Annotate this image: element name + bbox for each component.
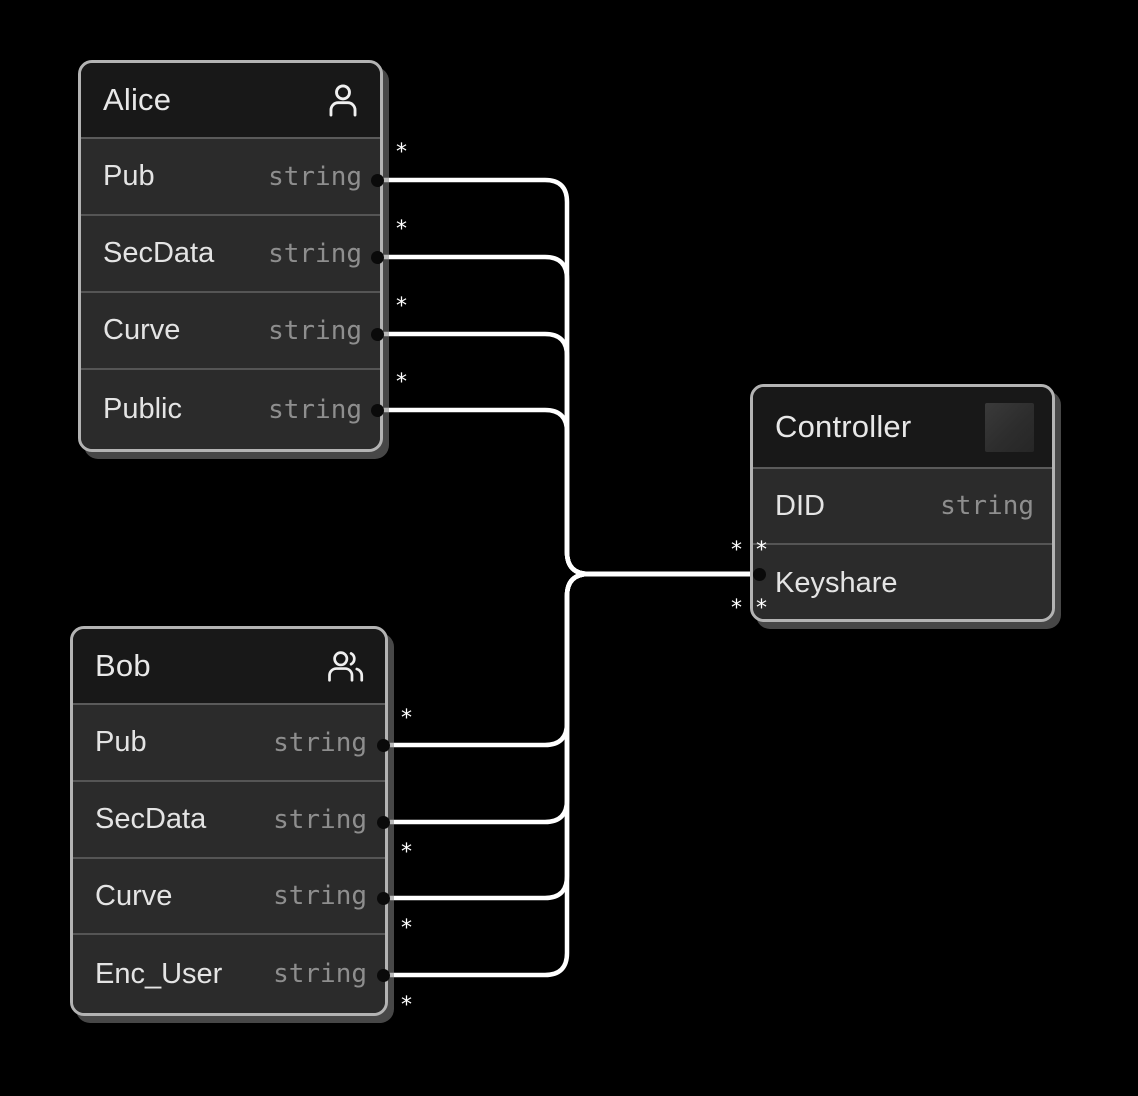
port-alice-secdata[interactable] [371, 251, 384, 264]
cardinality-marker: * [396, 140, 407, 165]
entity-field-row[interactable]: SecData string [81, 216, 380, 293]
port-alice-public[interactable] [371, 404, 384, 417]
field-type: string [273, 727, 367, 758]
edge-alice-pub-keyshare [375, 177, 758, 577]
port-bob-curve[interactable] [377, 892, 390, 905]
entity-header-alice: Alice [81, 63, 380, 139]
entity-field-row[interactable]: Enc_User string [73, 935, 385, 1013]
field-name: Pub [103, 160, 155, 192]
port-alice-curve[interactable] [371, 328, 384, 341]
field-name: SecData [95, 803, 207, 835]
edge-bob-curve-keyshare [380, 571, 758, 901]
entity-field-row[interactable]: Keyshare [753, 545, 1052, 619]
field-name: SecData [103, 237, 215, 269]
cardinality-marker: * [396, 370, 407, 395]
field-name: Keyshare [775, 567, 898, 599]
edge-bob-pub-keyshare [380, 571, 758, 748]
person-icon [324, 81, 362, 119]
field-name: Public [103, 393, 182, 425]
port-controller-keyshare[interactable] [753, 568, 766, 581]
entity-header-bob: Bob [73, 629, 385, 705]
edge-alice-secdata-keyshare [375, 254, 758, 577]
cardinality-marker: * [756, 538, 767, 563]
field-name: Enc_User [95, 957, 223, 990]
field-type: string [273, 881, 367, 911]
field-type: string [940, 491, 1034, 521]
edge-alice-public-keyshare [375, 407, 758, 577]
entity-node-controller[interactable]: Controller DID string Keyshare [750, 384, 1055, 622]
edge-alice-curve-keyshare [375, 331, 758, 577]
field-type: string [268, 315, 362, 346]
cardinality-marker: * [731, 538, 742, 563]
port-bob-encuser[interactable] [377, 969, 390, 982]
cardinality-marker: * [401, 993, 412, 1018]
edge-bob-encuser-keyshare [380, 571, 758, 978]
field-type: string [273, 804, 367, 835]
entity-node-bob[interactable]: Bob Pub string SecData string Curve stri… [70, 626, 388, 1016]
cardinality-marker: * [731, 596, 742, 621]
cardinality-marker: * [401, 840, 412, 865]
entity-header-controller: Controller [753, 387, 1052, 469]
edge-bob-secdata-keyshare [380, 571, 758, 825]
entity-title-alice: Alice [103, 82, 172, 117]
field-type: string [268, 161, 362, 192]
entity-field-row[interactable]: Pub string [73, 705, 385, 782]
cardinality-marker: * [401, 706, 412, 731]
field-name: Pub [95, 726, 147, 758]
port-alice-pub[interactable] [371, 174, 384, 187]
field-name: DID [775, 489, 825, 522]
cardinality-marker: * [401, 916, 412, 941]
entity-node-alice[interactable]: Alice Pub string SecData string Curve st… [78, 60, 383, 452]
entity-field-row[interactable]: DID string [753, 469, 1052, 545]
entity-title-bob: Bob [95, 648, 151, 683]
cardinality-marker: * [396, 294, 407, 319]
field-type: string [268, 238, 362, 269]
port-bob-secdata[interactable] [377, 816, 390, 829]
cardinality-marker: * [756, 596, 767, 621]
square-icon [985, 402, 1034, 452]
field-type: string [268, 394, 362, 425]
port-bob-pub[interactable] [377, 739, 390, 752]
cardinality-marker: * [396, 217, 407, 242]
entity-field-row[interactable]: Curve string [73, 859, 385, 935]
entity-title-controller: Controller [775, 409, 912, 444]
field-type: string [273, 959, 367, 989]
field-name: Curve [95, 879, 173, 912]
entity-field-row[interactable]: Pub string [81, 139, 380, 216]
field-name: Curve [103, 314, 181, 346]
entity-field-row[interactable]: Curve string [81, 293, 380, 370]
people-icon [325, 647, 367, 685]
entity-field-row[interactable]: SecData string [73, 782, 385, 859]
entity-field-row[interactable]: Public string [81, 370, 380, 449]
